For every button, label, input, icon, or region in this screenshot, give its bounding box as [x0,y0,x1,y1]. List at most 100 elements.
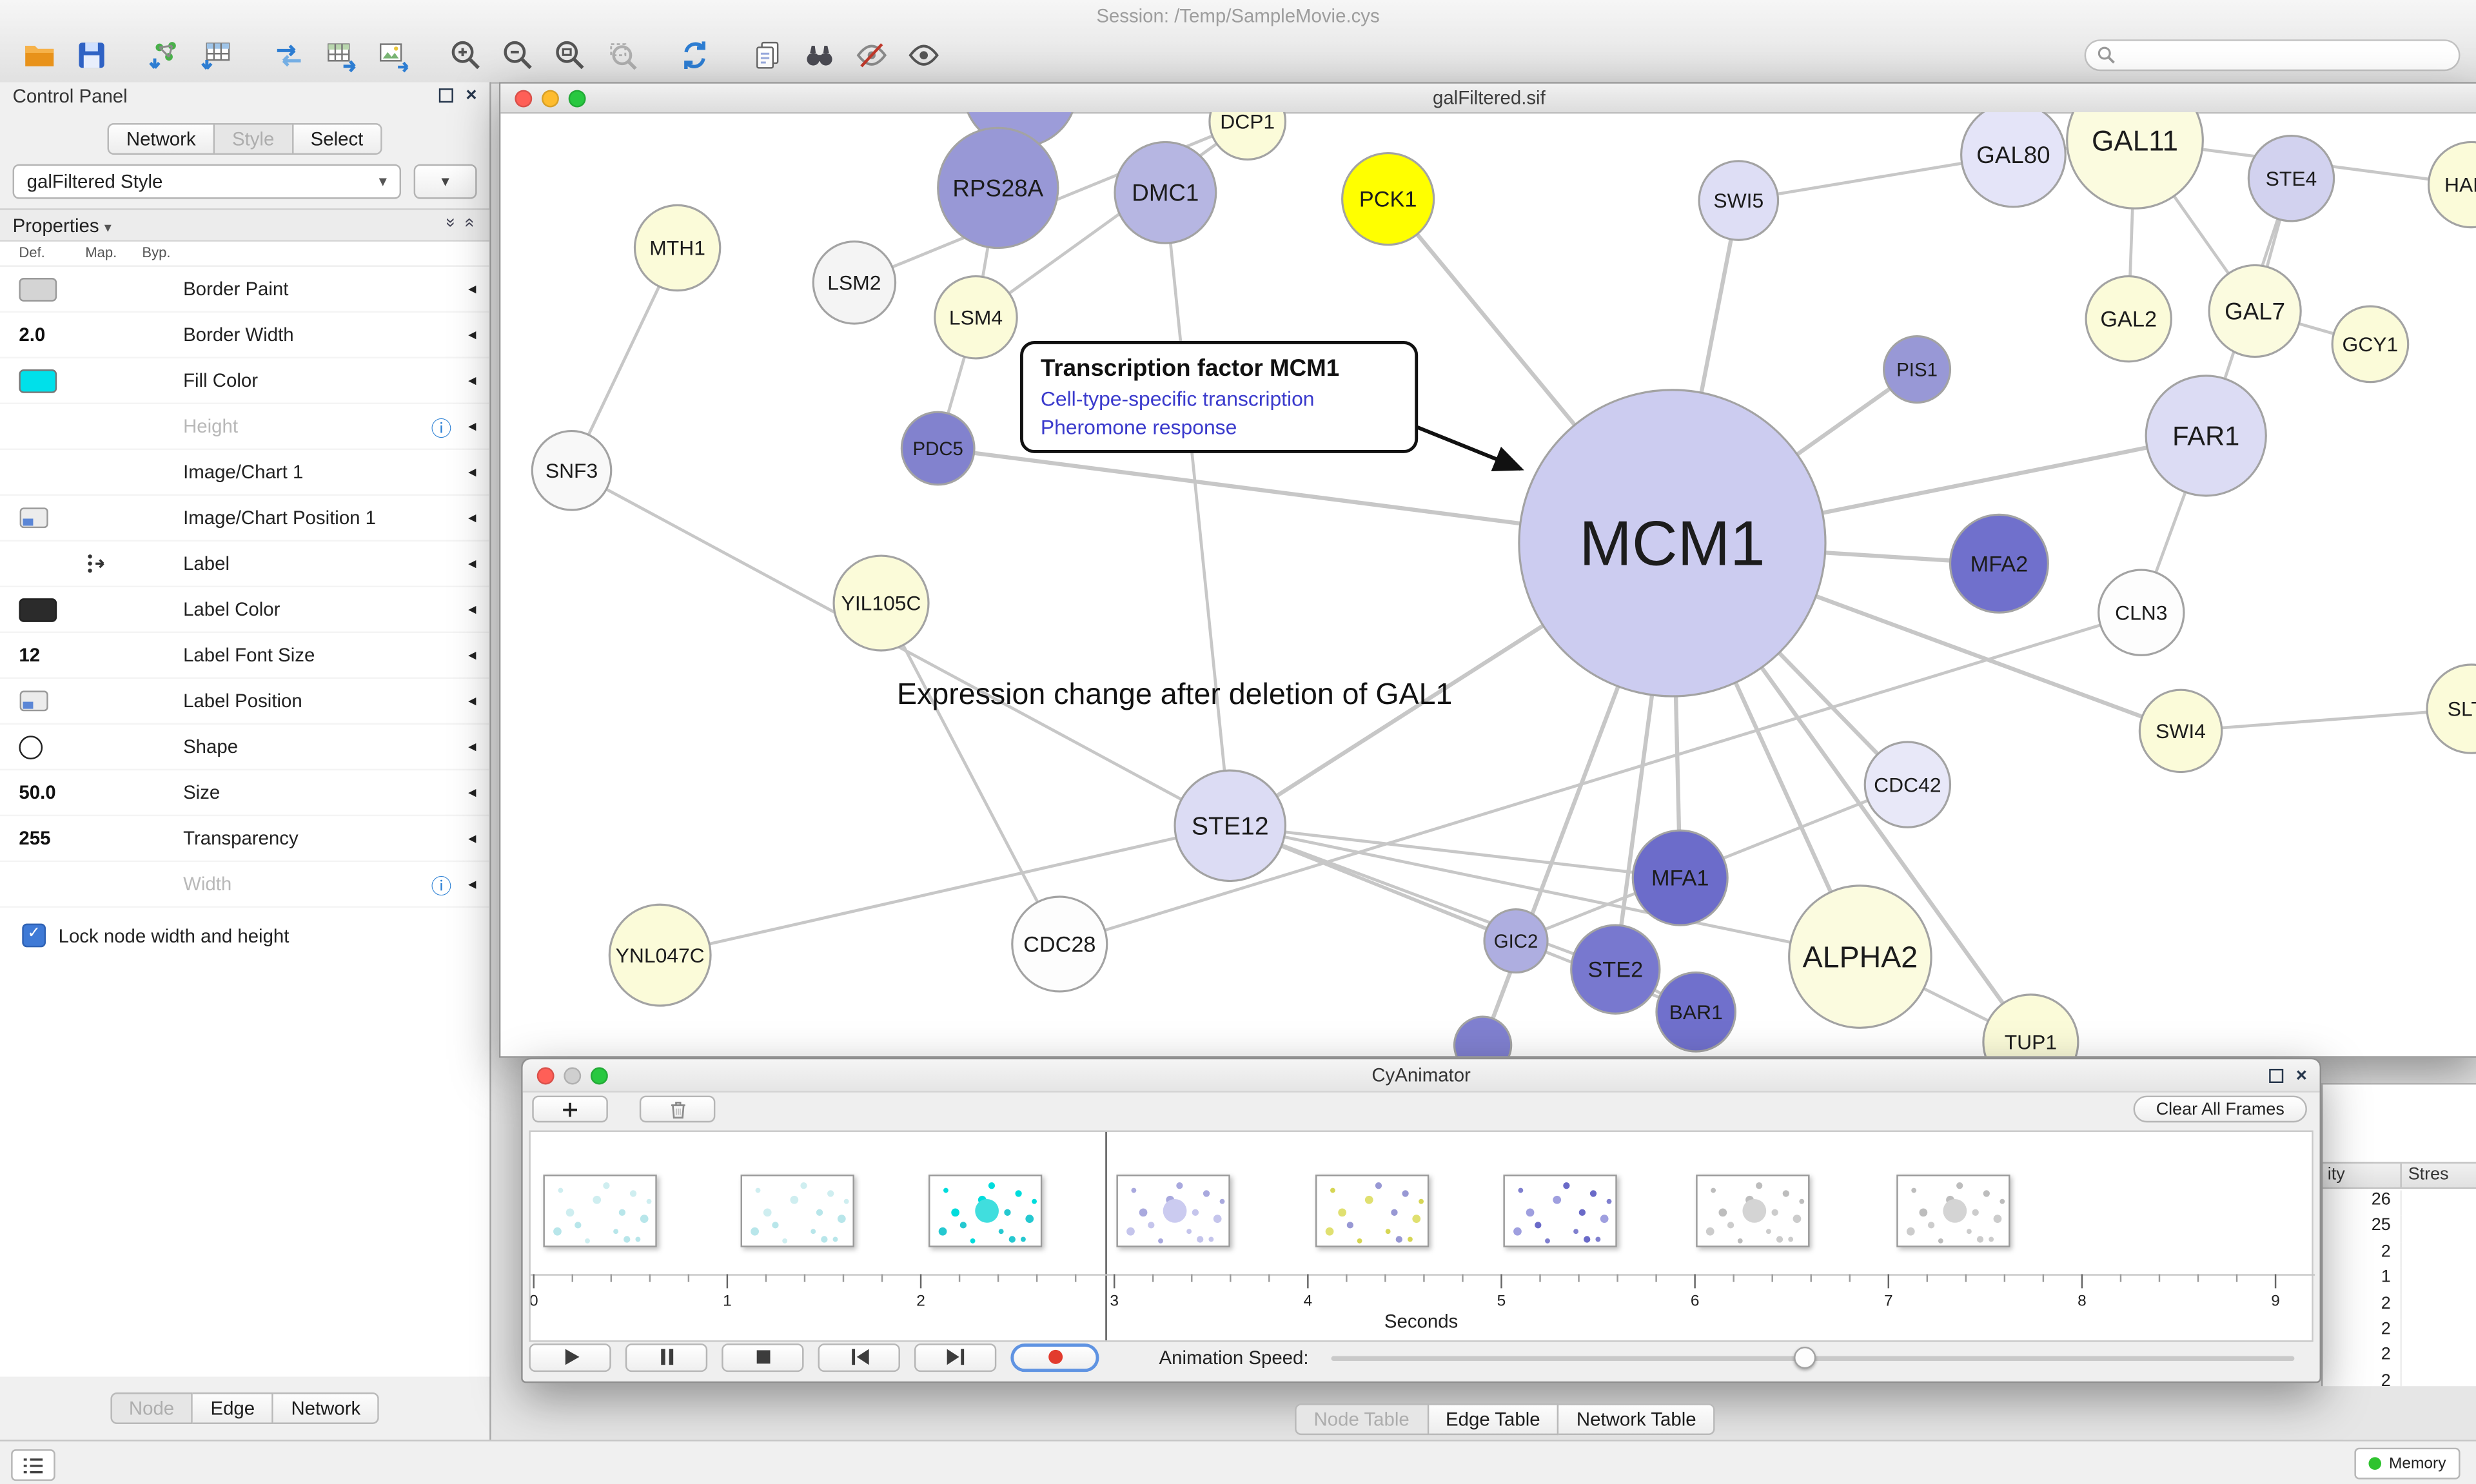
info-icon[interactable]: ⓘ [431,874,452,898]
search-neighbors-button[interactable] [796,34,843,77]
import-table-button[interactable] [193,34,240,77]
table-row[interactable]: 2 [2323,1242,2476,1268]
table-row[interactable]: 1 [2323,1267,2476,1294]
default-value[interactable]: 12 [19,644,41,667]
import-network-button[interactable] [141,34,188,77]
node-SWI4[interactable]: SWI4 [2138,688,2223,774]
node-MTH1[interactable]: MTH1 [633,204,722,292]
expand-arrow-icon[interactable]: ◂ [468,280,477,298]
edge-DCP1-LSM4[interactable] [975,120,1249,319]
node-STE2[interactable]: STE2 [1570,924,1661,1015]
float-icon[interactable] [438,87,453,102]
tab-network[interactable]: Network [107,123,215,155]
node-GAL2[interactable]: GAL2 [2085,275,2172,363]
frame-thumbnail-5[interactable] [1315,1175,1430,1247]
node-SWI5[interactable]: SWI5 [1698,160,1780,241]
export-image-button[interactable] [369,34,417,77]
position-icon[interactable] [19,690,49,712]
frame-thumbnail-3[interactable] [928,1175,1043,1247]
node-MFA1[interactable]: MFA1 [1631,829,1729,926]
frame-thumbnail-2[interactable] [740,1175,854,1247]
node-RPS28A[interactable]: RPS28A [937,126,1059,249]
node-DCP1[interactable]: DCP1 [1208,112,1287,161]
expand-arrow-icon[interactable]: ◂ [468,554,477,572]
property-row[interactable]: Image/Chart Position 1◂ [0,496,490,542]
export-table-button[interactable] [317,34,364,77]
node-FAR1[interactable]: FAR1 [2145,375,2267,497]
table-row[interactable]: 2 [2323,1294,2476,1320]
node-TUP1[interactable]: TUP1 [1982,993,2079,1057]
zoom-traffic-light[interactable] [568,90,586,108]
refresh-view-button[interactable] [671,34,718,77]
tab-network-style[interactable]: Network [273,1392,380,1424]
tab-style[interactable]: Style [215,123,293,155]
node-CLN3[interactable]: CLN3 [2098,569,2185,656]
expand-arrow-icon[interactable]: ◂ [468,326,477,344]
frame-thumbnail-6[interactable] [1503,1175,1617,1247]
play-button[interactable] [529,1342,611,1371]
minimize-traffic-light[interactable] [542,90,559,108]
property-row[interactable]: Label Color◂ [0,587,490,634]
frame-thumbnail-1[interactable] [543,1175,657,1247]
expand-arrow-icon[interactable]: ◂ [468,600,477,618]
edge-STE12-ALPHA2[interactable] [1230,824,1861,959]
node-PCK1[interactable]: PCK1 [1341,151,1435,246]
zoom-fit-button[interactable] [546,34,593,77]
default-value[interactable]: 2.0 [19,324,46,346]
show-all-button[interactable] [900,34,947,77]
node-BAR1[interactable]: BAR1 [1655,971,1737,1053]
timeline[interactable]: 0123456789 Seconds [529,1130,2315,1342]
node-LSM2[interactable]: LSM2 [812,240,897,325]
edge-DMC1-STE12[interactable] [1164,192,1232,826]
table-row[interactable]: 25 [2323,1216,2476,1242]
frame-thumbnail-8[interactable] [1896,1175,2010,1247]
node-LSM4[interactable]: LSM4 [934,275,1018,360]
tab-edge-style[interactable]: Edge [193,1392,274,1424]
skip-end-button[interactable] [914,1342,997,1371]
annotation-link-1[interactable]: Cell-type-specific transcription [1040,387,1315,411]
expand-arrow-icon[interactable]: ◂ [468,417,477,435]
node-HAP4[interactable]: HAP4 [2427,141,2476,229]
property-row[interactable]: Border Paint◂ [0,267,490,313]
node-YIL105C[interactable]: YIL105C [832,554,930,652]
edge-SWI4-SLT2[interactable] [2180,707,2471,733]
expand-arrow-icon[interactable]: ◂ [468,371,477,389]
edge-STE12-STE2[interactable] [1229,824,1616,971]
table-row[interactable]: 2 [2323,1345,2476,1372]
table-header-centrality[interactable]: ity [2323,1163,2402,1187]
copy-view-button[interactable] [743,34,791,77]
expand-arrow-icon[interactable]: ◂ [468,875,477,893]
zoom-in-button[interactable] [442,34,489,77]
edge-SNF3-STE12[interactable] [571,469,1231,827]
tab-node-style[interactable]: Node [110,1392,193,1424]
add-frame-button[interactable] [532,1095,608,1123]
search-box[interactable] [2084,39,2461,72]
annotation-link-2[interactable]: Pheromone response [1040,415,1237,439]
node-GAL80[interactable]: GAL80 [1960,112,2067,208]
expand-arrow-icon[interactable]: ◂ [468,646,477,664]
expand-all-icon[interactable]: » [459,217,478,228]
node-SLT2[interactable]: SLT2 [2426,663,2476,754]
node-PDC5[interactable]: PDC5 [900,411,976,486]
expand-arrow-icon[interactable]: ◂ [468,463,477,481]
tab-node-table[interactable]: Node Table [1295,1403,1429,1436]
property-row[interactable]: Label Position◂ [0,679,490,725]
node-CDC42[interactable]: CDC42 [1863,741,1952,828]
export-network-button[interactable] [265,34,312,77]
expand-arrow-icon[interactable]: ◂ [468,783,477,801]
float-icon[interactable] [2269,1068,2284,1082]
edge-YIL105C-CDC28[interactable] [879,602,1061,945]
memory-button[interactable]: Memory [2354,1447,2461,1479]
skip-start-button[interactable] [818,1342,900,1371]
node-ALPHA2[interactable]: ALPHA2 [1788,884,1932,1029]
edge-STE12-MFA1[interactable] [1230,824,1680,879]
pause-button[interactable] [625,1342,708,1371]
frame-thumbnail-7[interactable] [1696,1175,1810,1247]
edge-YNL047C-STE12[interactable] [660,824,1231,957]
close-icon[interactable]: × [2295,1064,2307,1086]
search-input[interactable] [2116,44,2448,66]
